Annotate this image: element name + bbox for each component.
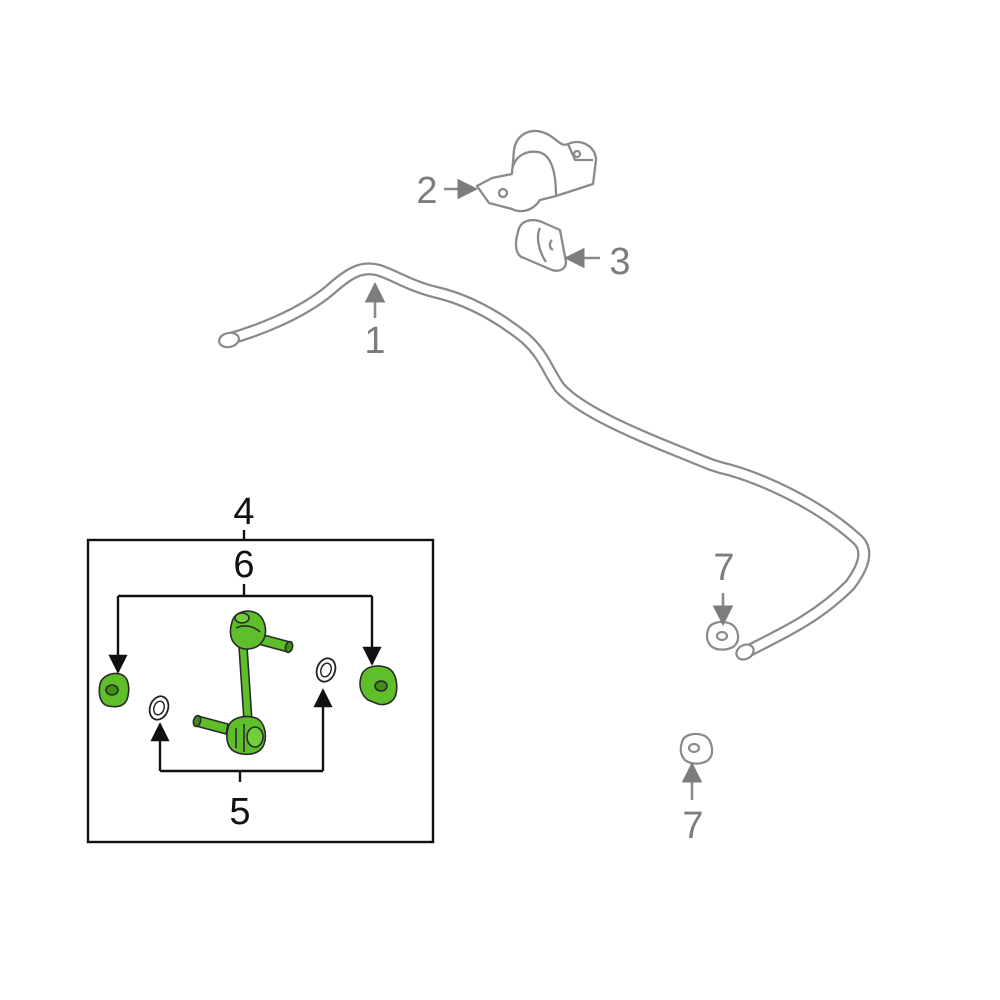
link-bushing-right	[359, 665, 398, 706]
bushing-bracket	[475, 129, 598, 213]
callout-7-upper: 7	[713, 547, 734, 589]
callout-1: 1	[364, 320, 385, 362]
callout-5: 5	[229, 791, 250, 833]
washer-left	[148, 695, 170, 721]
kit-frame	[86, 538, 435, 844]
end-bushing-lower	[679, 732, 714, 765]
stabilizer-bar	[218, 262, 871, 661]
end-bushing-upper	[705, 620, 740, 651]
callout-2: 2	[416, 170, 437, 212]
callout-7-lower: 7	[682, 805, 703, 847]
callout-6: 6	[233, 544, 254, 586]
stabilizer-link	[192, 610, 294, 756]
callout-4: 4	[233, 491, 254, 533]
washer-right	[315, 657, 337, 683]
link-bushing-left	[98, 672, 130, 708]
callout-3: 3	[609, 241, 630, 283]
bar-bushing	[514, 219, 568, 272]
